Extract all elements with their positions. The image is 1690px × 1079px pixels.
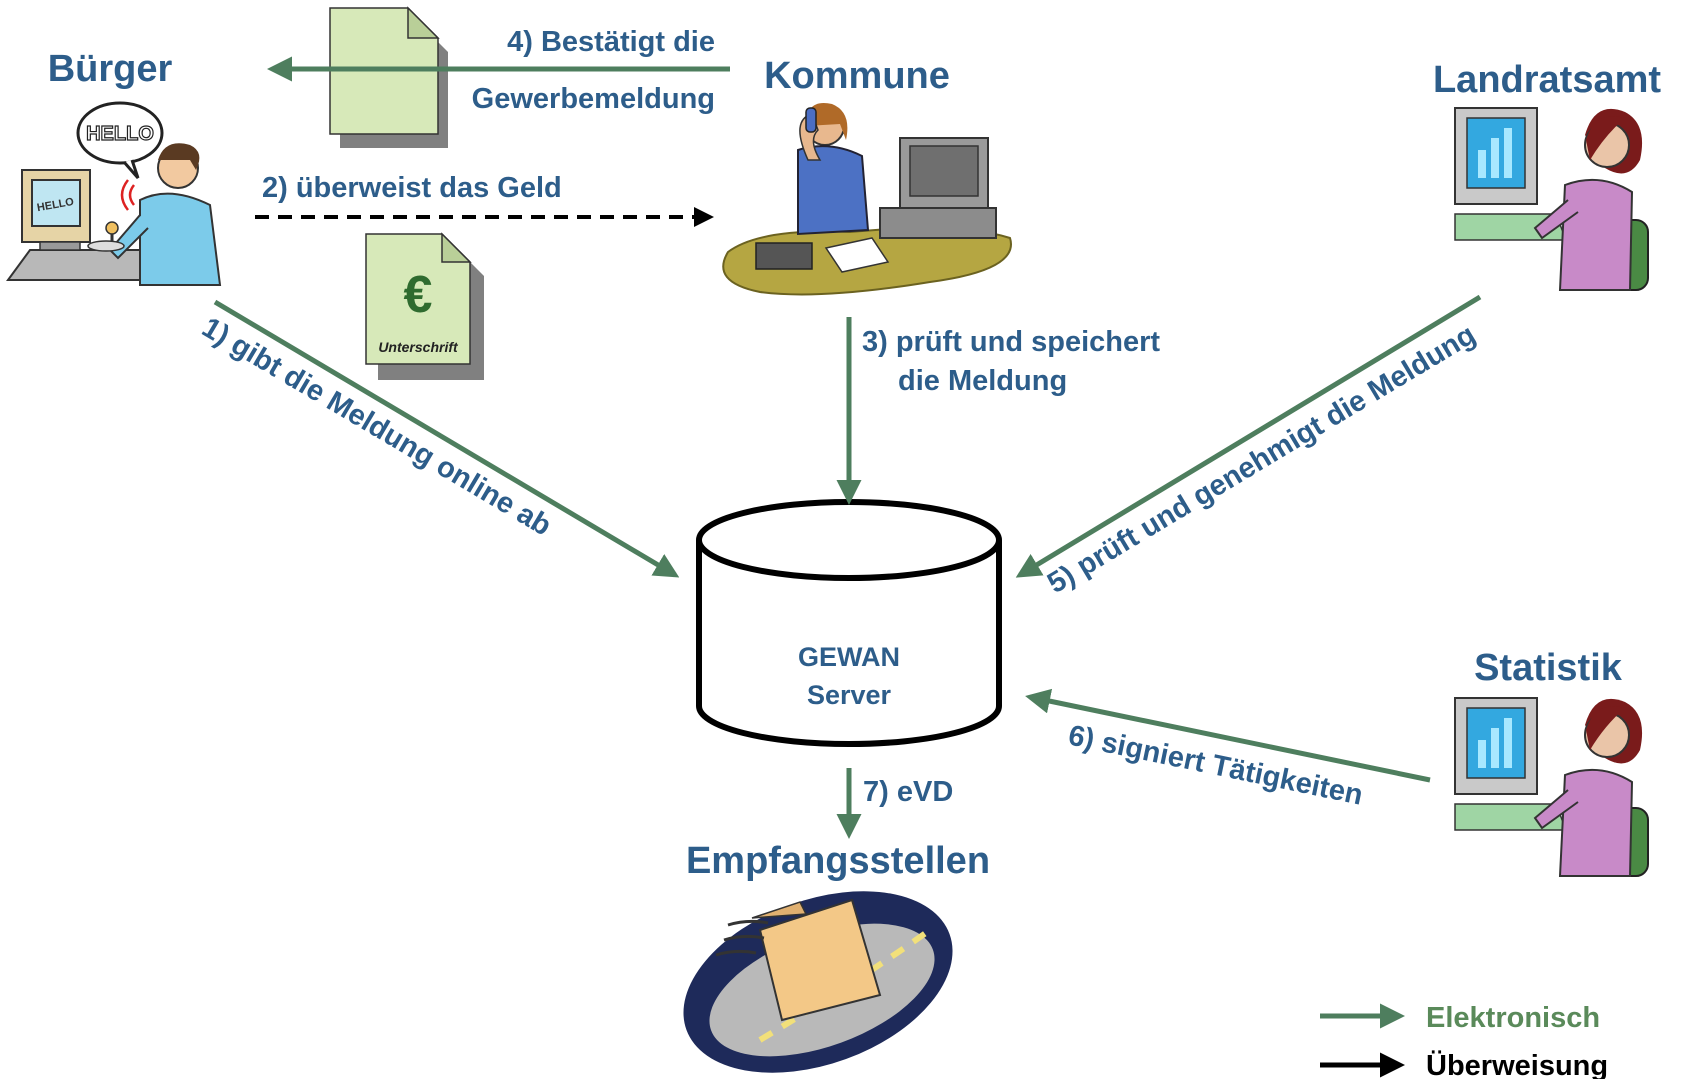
actor-title-buerger: Bürger <box>48 48 173 90</box>
legend-electronic-label: Elektronisch <box>1426 1002 1600 1034</box>
euro-symbol: € <box>404 266 433 324</box>
arrow-step5 <box>1015 294 1482 578</box>
step7-label: 7) eVD <box>863 776 953 808</box>
woman-at-computer-icon <box>1454 697 1649 877</box>
actor-title-empfangsstellen: Empfangsstellen <box>686 840 990 882</box>
step3-label-line2: die Meldung <box>898 365 1067 397</box>
step5-label: 5) prüft und genehmigt die Meldung <box>1042 319 1481 600</box>
legend-transfer-label: Überweisung <box>1426 1049 1608 1079</box>
actor-title-statistik: Statistik <box>1474 647 1623 689</box>
step4-label-line2: Gewerbemeldung <box>472 83 715 115</box>
person-at-computer-icon: HELLO HELLO <box>6 101 222 286</box>
woman-at-computer-icon <box>1454 107 1649 291</box>
document-icon <box>329 6 448 148</box>
server-label-line1: GEWAN <box>798 642 900 672</box>
actor-title-kommune: Kommune <box>764 55 950 97</box>
actor-title-landratsamt: Landratsamt <box>1433 59 1661 101</box>
step2-label: 2) überweist das Geld <box>262 172 562 204</box>
step3-label-line1: 3) prüft und speichert <box>862 326 1160 358</box>
legend: Elektronisch Überweisung <box>1320 1002 1608 1079</box>
step4-label-line1: 4) Bestätigt die <box>507 26 715 58</box>
arrow-step1 <box>213 299 680 578</box>
euro-document-icon: € Unterschrift <box>365 232 484 380</box>
arrow-step6 <box>1025 688 1431 783</box>
server-label-line2: Server <box>807 680 892 710</box>
gewan-server-database: GEWAN Server <box>696 499 1002 747</box>
clerk-on-phone-icon <box>722 102 1012 296</box>
signature-text: Unterschrift <box>378 339 459 355</box>
folder-on-road-icon <box>683 891 953 1073</box>
hello-bubble-text: HELLO <box>86 123 154 145</box>
